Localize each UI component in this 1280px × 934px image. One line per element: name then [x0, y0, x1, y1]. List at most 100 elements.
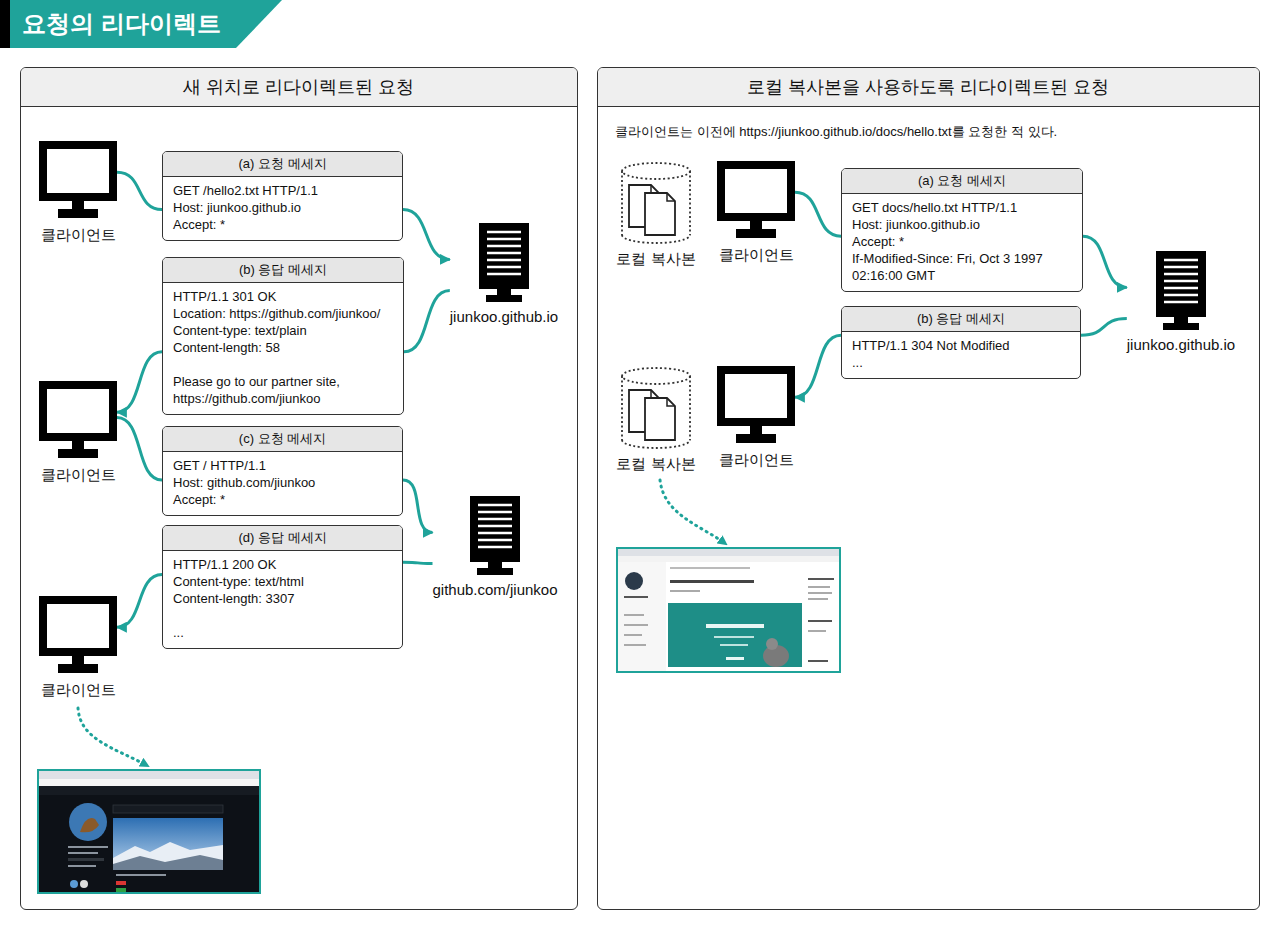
github-screenshot-part — [113, 842, 223, 870]
blog-screenshot-part — [808, 586, 830, 588]
blog-screenshot-part — [808, 578, 834, 580]
message-line: ... — [852, 354, 1070, 371]
server-icon-part — [469, 496, 521, 576]
github-screenshot-part — [69, 803, 107, 841]
github-screenshot-part — [39, 771, 259, 779]
blog-screenshot-part — [714, 636, 754, 638]
blog-screenshot-part — [808, 598, 828, 600]
message-body: HTTP/1.1 200 OKContent-type: text/htmlCo… — [163, 551, 402, 648]
blog-screenshot-part — [808, 660, 828, 662]
message-line: HTTP/1.1 304 Not Modified — [852, 337, 1070, 354]
blog-screenshot-part — [617, 548, 840, 672]
node-label: jiunkoo.github.io — [1127, 335, 1235, 355]
node-label: 로컬 복사본 — [616, 249, 695, 269]
github-screenshot-part — [38, 770, 260, 893]
client-icon-part-part — [736, 229, 776, 238]
message-line: Accept: * — [852, 233, 1072, 250]
client-icon-part-part — [58, 209, 98, 218]
message-box: (c) 요청 메세지GET / HTTP/1.1Host: github.com… — [162, 426, 403, 516]
message-line: Content-type: text/html — [173, 573, 392, 590]
server-icon-part-part — [478, 525, 512, 528]
blog-screenshot-part — [618, 549, 839, 556]
title-banner — [10, 0, 282, 48]
blog-screenshot — [617, 548, 840, 672]
local-icon-part-part — [667, 193, 675, 201]
client-icon-part — [717, 161, 795, 241]
client-icon — [717, 366, 795, 446]
client-icon — [39, 141, 117, 221]
github-screenshot-part — [116, 881, 126, 885]
server-node: jiunkoo.github.io — [450, 223, 558, 327]
node-label: 클라이언트 — [719, 245, 794, 265]
blog-screenshot-part — [670, 590, 700, 592]
local-icon-part-part — [622, 163, 690, 243]
github-screenshot-part — [113, 818, 223, 870]
server-icon-part — [478, 223, 530, 303]
client-icon-part — [39, 596, 117, 676]
local-icon-part-part — [645, 398, 675, 440]
client-icon-part-part — [736, 434, 776, 443]
client-icon-part-part — [43, 385, 113, 437]
server-icon-part-part — [478, 546, 512, 549]
blog-screenshot-part — [624, 624, 648, 626]
github-screenshot-part — [68, 865, 96, 867]
server-icon-part-part — [1164, 294, 1198, 297]
dotted-arrow — [660, 480, 726, 544]
node-label: 클라이언트 — [41, 225, 116, 245]
server-icon — [478, 223, 530, 303]
message-line: Content-length: 58 — [173, 339, 393, 356]
server-icon-part-part — [1164, 280, 1198, 283]
connector — [403, 210, 450, 260]
message-heading: (d) 응답 메세지 — [163, 526, 402, 551]
dotted-arrow — [78, 708, 148, 766]
github-screenshot — [38, 770, 260, 893]
message-line: Location: https://github.com/jiunkoo/ — [173, 305, 393, 322]
blog-screenshot-part — [726, 657, 744, 660]
message-heading: (c) 요청 메세지 — [163, 427, 402, 452]
server-icon-part-part — [478, 511, 512, 514]
blog-screenshot-part — [706, 624, 764, 628]
message-line: Host: jiunkoo.github.io — [852, 216, 1072, 233]
server-icon — [1155, 251, 1207, 331]
server-icon-part-part — [1164, 301, 1198, 304]
local-icon-part-part-part — [621, 376, 623, 440]
blog-screenshot-part — [624, 634, 642, 636]
local-icon-part-part — [651, 390, 659, 398]
node-label: 로컬 복사본 — [616, 454, 695, 474]
server-icon-part-part — [1163, 323, 1199, 330]
server-node: github.com/jiunkoo — [432, 496, 557, 600]
client-icon-part-part — [43, 600, 113, 652]
client-node: 클라이언트 — [39, 141, 117, 245]
local-icon-part-part-part — [622, 163, 690, 179]
blog-screenshot-part — [808, 630, 826, 632]
panel-heading: 로컬 복사본을 사용하도록 리다이렉트된 요청 — [598, 68, 1259, 107]
blog-screenshot-part — [668, 603, 802, 667]
server-icon-part-part — [470, 496, 520, 562]
server-icon-part — [1155, 251, 1207, 331]
client-icon-part — [717, 366, 795, 446]
connector — [1083, 236, 1127, 287]
blog-screenshot-part — [670, 580, 754, 583]
connector — [117, 417, 162, 480]
node-label: github.com/jiunkoo — [432, 580, 557, 600]
client-node: 클라이언트 — [717, 366, 795, 470]
client-icon — [39, 381, 117, 461]
local-icon-part-part-part — [689, 171, 691, 235]
server-icon-part-part — [479, 223, 529, 289]
local-icon-part-part — [645, 193, 675, 235]
node-label: jiunkoo.github.io — [450, 307, 558, 327]
client-icon-part — [39, 381, 117, 461]
message-line: HTTP/1.1 301 OK — [173, 288, 393, 305]
message-line: ... — [173, 624, 392, 641]
github-screenshot-part — [113, 855, 223, 870]
banner-strip — [0, 0, 10, 48]
message-line: GET /hello2.txt HTTP/1.1 — [173, 182, 392, 199]
github-screenshot-part — [116, 888, 126, 892]
github-screenshot-part — [39, 786, 259, 795]
github-screenshot-part — [80, 880, 88, 888]
local-node: 로컬 복사본 — [616, 366, 695, 474]
server-icon-part-part — [1164, 266, 1198, 269]
client-icon-part-part — [58, 449, 98, 458]
blog-screenshot-part — [618, 556, 839, 562]
local-icon-part — [619, 366, 693, 450]
